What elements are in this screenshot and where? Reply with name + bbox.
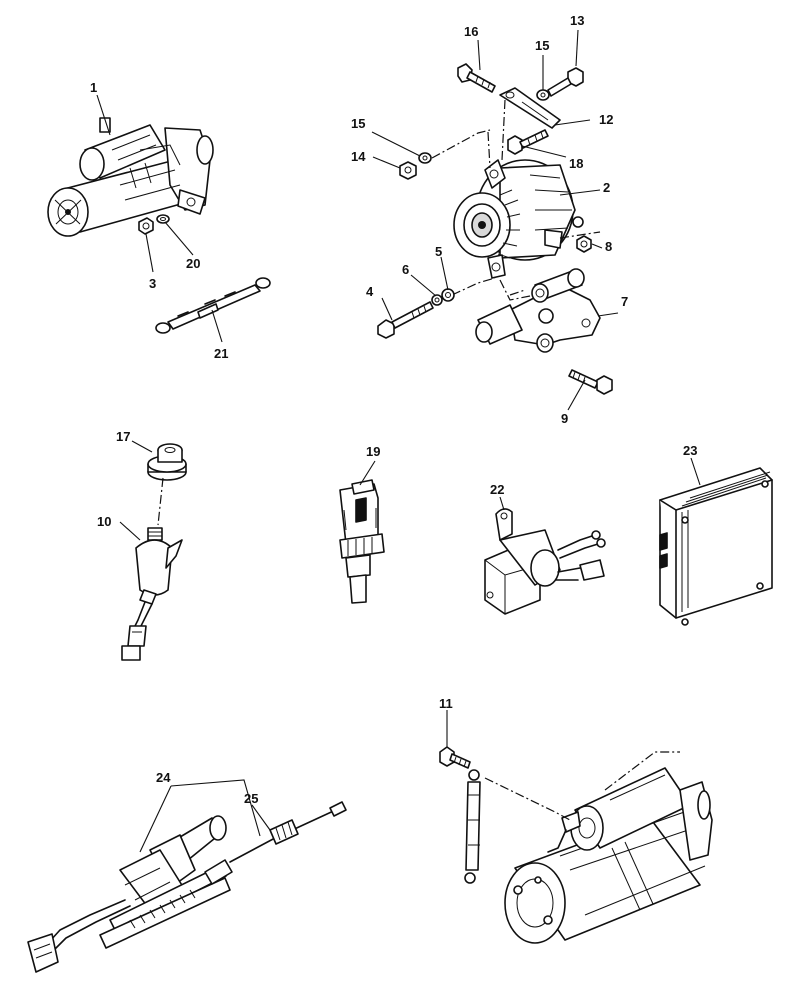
leader-lines: [96, 29, 701, 853]
callout-3: 3: [149, 276, 156, 291]
callout-14: 14: [351, 149, 366, 164]
callout-15-top: 15: [535, 38, 549, 53]
callout-7: 7: [621, 294, 628, 309]
callout-25: 25: [244, 791, 258, 806]
callout-21: 21: [214, 346, 228, 361]
starter-motor-small: [47, 117, 214, 237]
actuator-24: [27, 815, 233, 973]
callout-22: 22: [490, 482, 504, 497]
washer-15-left: [418, 152, 432, 164]
callout-19: 19: [366, 444, 380, 459]
nut-14: [399, 161, 417, 180]
washer-5: [441, 288, 455, 302]
bolt-4: [377, 301, 434, 339]
callout-17: 17: [116, 429, 130, 444]
temperature-sender-19: [339, 479, 385, 604]
callout-12: 12: [599, 112, 613, 127]
bolt-9: [568, 369, 613, 395]
callout-6: 6: [402, 262, 409, 277]
assembly-line-11: [484, 777, 571, 821]
adjusting-link-12: [499, 87, 561, 129]
callout-4: 4: [366, 284, 374, 299]
callout-8: 8: [605, 239, 612, 254]
callout-9: 9: [561, 411, 568, 426]
callout-10: 10: [97, 514, 111, 529]
control-module-23: [659, 467, 773, 626]
pressure-switch-10: [121, 527, 183, 661]
bolt-13: [547, 67, 584, 97]
callout-18: 18: [569, 156, 583, 171]
alternator: [453, 159, 584, 279]
nut-8: [576, 235, 592, 253]
bolt-11: [439, 746, 471, 769]
callout-16: 16: [464, 24, 478, 39]
cable-25: [229, 801, 347, 863]
battery-cable: [464, 769, 481, 884]
callout-2: 2: [603, 180, 610, 195]
mounting-bracket-7: [475, 268, 601, 353]
lock-washer-6: [431, 294, 443, 306]
callout-11: 11: [439, 696, 453, 711]
callout-labels: 1 2 3 4 5 6 7 8 9 10 11 12 13 14 15 15 1…: [90, 13, 697, 806]
washer-15-top: [536, 89, 550, 101]
assembly-line-starter: [604, 751, 680, 791]
callout-23: 23: [683, 443, 697, 458]
callout-5: 5: [435, 244, 442, 259]
ground-strap-21: [155, 277, 271, 334]
assembly-lines-alternator: [431, 99, 601, 301]
assembly-line-17-10: [157, 477, 164, 526]
relay-22: [484, 508, 606, 615]
lock-washer-20: [156, 214, 170, 224]
callout-20: 20: [186, 256, 200, 271]
callout-13: 13: [570, 13, 584, 28]
bolt-18: [507, 129, 549, 155]
callout-1: 1: [90, 80, 97, 95]
callout-15-left: 15: [351, 116, 365, 131]
callout-24: 24: [156, 770, 171, 785]
cap-17: [147, 443, 187, 481]
bolt-16: [457, 63, 496, 93]
starter-motor-large: [504, 767, 713, 944]
nut-3: [138, 217, 154, 235]
